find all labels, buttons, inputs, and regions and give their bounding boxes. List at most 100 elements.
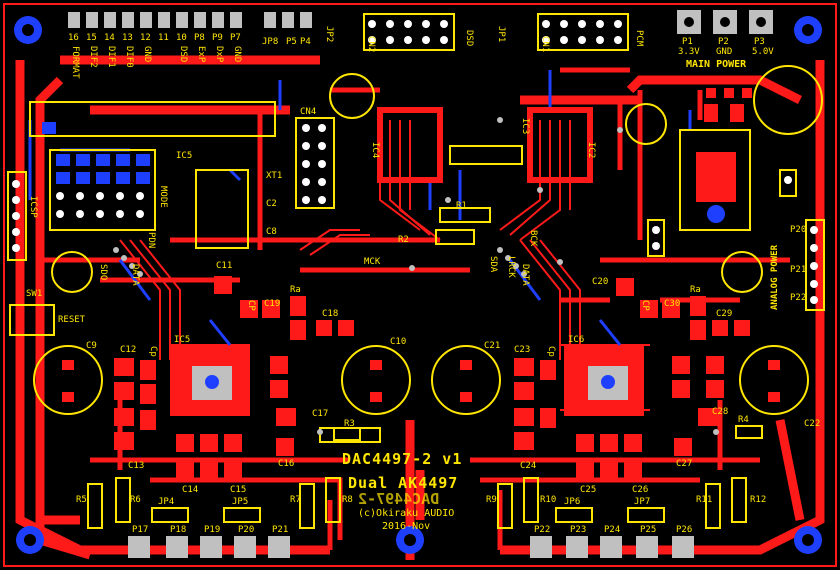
mirror-silk: DAC4497-2 <box>358 490 440 508</box>
jp5-label: JP5 <box>232 497 249 507</box>
r6-label: R6 <box>130 495 141 505</box>
r2-label: R2 <box>398 235 409 245</box>
cn2-label: CN2 <box>366 36 376 53</box>
gpio-pin-label: 14 <box>104 33 115 43</box>
r1-label: R1 <box>456 201 467 211</box>
c25-label: C25 <box>580 485 597 495</box>
c28-label: C28 <box>712 407 729 417</box>
board-outline <box>3 3 837 567</box>
c27-label: C27 <box>676 459 693 469</box>
c30-label: C30 <box>664 299 681 309</box>
power-pads <box>677 10 773 34</box>
c10-label: C10 <box>390 337 407 347</box>
gpio-pin-label: 16 <box>68 33 79 43</box>
ra-label: Ra <box>690 285 701 295</box>
c24-label: C24 <box>520 461 537 471</box>
mode-jumper-field <box>42 122 150 184</box>
r5-label: R5 <box>76 495 87 505</box>
xt1-label: XT1 <box>266 171 283 181</box>
c15-label: C15 <box>230 485 247 495</box>
power-pin-label: P3 <box>754 37 765 47</box>
jp6-label: JP6 <box>564 497 581 507</box>
p26-label: P26 <box>676 525 693 535</box>
gpio-pin-label: 12 <box>140 33 151 43</box>
gpio-name: GND <box>232 46 242 63</box>
c9-label: C9 <box>86 341 97 351</box>
icsp-label: ICSP <box>28 196 38 218</box>
data-label-right: DATA <box>520 264 530 286</box>
gpio-pin-label: P8 <box>194 33 205 43</box>
gpio-name: DIF2 <box>88 46 98 68</box>
power-voltage: 5.0V <box>752 47 774 57</box>
power-pin-label: P1 <box>682 37 693 47</box>
c19-label: C19 <box>264 299 281 309</box>
gpio-pin-label: 15 <box>86 33 97 43</box>
gpio-name: DSD <box>178 46 188 63</box>
reset-label: RESET <box>58 315 86 325</box>
jp1-label: JP1 <box>496 26 506 43</box>
p24-label: P24 <box>604 525 621 535</box>
c22-label: C22 <box>804 419 821 429</box>
c8-label: C8 <box>266 227 277 237</box>
r7-label: R7 <box>290 495 301 505</box>
ic5-label: IC5 <box>174 335 191 345</box>
gpio-name: ExP <box>196 46 206 63</box>
p20-label: P20 <box>238 525 255 535</box>
dsd-label: DSD <box>464 30 474 47</box>
c23-label: C23 <box>514 345 531 355</box>
gpio-name: DIF1 <box>106 46 116 68</box>
analog-pin-label: P20 <box>790 225 807 235</box>
c17-label: C17 <box>312 409 329 419</box>
gpio-pin-label: P7 <box>230 33 241 43</box>
r3-label: R3 <box>344 419 355 429</box>
lrck-label: LRCK <box>506 256 516 278</box>
jp2-label: JP2 <box>324 26 334 43</box>
c11-label: C11 <box>216 261 233 271</box>
p5-label: P5 <box>286 37 297 47</box>
gpio-pin-label: P9 <box>212 33 223 43</box>
c29-label: C29 <box>716 309 733 319</box>
power-pin-label: P2 <box>718 37 729 47</box>
jp7-label: JP7 <box>634 497 651 507</box>
copyright: (c)Okiraku AUDIO <box>358 508 455 519</box>
gpio-pin-label: 11 <box>158 33 169 43</box>
cp-label: CP <box>640 300 650 311</box>
sw1-label: SW1 <box>26 289 43 299</box>
c2-label: C2 <box>266 199 277 209</box>
c21-label: C21 <box>484 341 501 351</box>
ic4-label: IC4 <box>370 142 380 159</box>
sda-label: SDA <box>488 256 498 273</box>
analog-pin-label: P21 <box>790 265 807 275</box>
p18-label: P18 <box>170 525 187 535</box>
p25-label: P25 <box>640 525 657 535</box>
board-title: DAC4497-2 v1 <box>342 450 463 468</box>
c16-label: C16 <box>278 459 295 469</box>
p19-label: P19 <box>204 525 221 535</box>
board-subtitle: Dual AK4497 <box>348 474 459 492</box>
r12-label: R12 <box>750 495 767 505</box>
smd-pads <box>114 88 752 478</box>
power-voltage: 3.3V <box>678 47 700 57</box>
ic3-label: IC3 <box>520 118 530 135</box>
through-hole-pads <box>12 20 818 304</box>
data-label: DATA <box>130 264 140 286</box>
cn4-label: CN4 <box>300 107 317 117</box>
analog-pin-label: P22 <box>790 293 807 303</box>
cp-label: Cp <box>148 346 158 357</box>
gpio-name: GND <box>142 46 152 63</box>
c20-label: C20 <box>592 277 609 287</box>
gpio-pin-label: 10 <box>176 33 187 43</box>
analog-power-label: ANALOG POWER <box>770 244 780 310</box>
mode-label: MODE <box>158 186 168 208</box>
c14-label: C14 <box>182 485 199 495</box>
ic2-label: IC2 <box>586 142 596 159</box>
bck-label: BCK <box>528 230 538 247</box>
main-power-label: MAIN POWER <box>686 59 747 70</box>
ic6-label: IC6 <box>568 335 585 345</box>
cn1-label: CN1 <box>540 36 550 53</box>
r8-label: R8 <box>342 495 353 505</box>
r10-label: R10 <box>540 495 557 505</box>
r4-label: R4 <box>738 415 749 425</box>
